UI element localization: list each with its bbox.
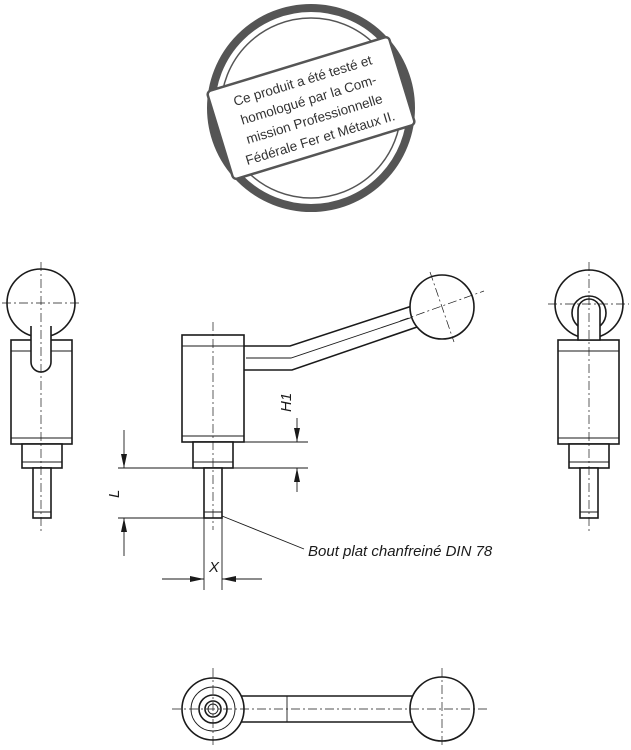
left-side-view [2, 262, 82, 532]
certification-stamp: Ce produit a été testé et homologué par … [206, 4, 416, 212]
dimension-x: X [162, 518, 262, 590]
front-view [181, 271, 485, 530]
annotation-leader: Bout plat chanfreiné DIN 78 [221, 515, 493, 560]
dimension-l: L [106, 430, 204, 556]
l-label: L [106, 490, 123, 498]
h1-label: H1 [278, 393, 295, 412]
x-label: X [208, 559, 220, 576]
top-view [172, 668, 490, 748]
right-side-view [548, 262, 629, 532]
note-label: Bout plat chanfreiné DIN 78 [308, 543, 493, 560]
dimension-h1: H1 [233, 393, 308, 492]
